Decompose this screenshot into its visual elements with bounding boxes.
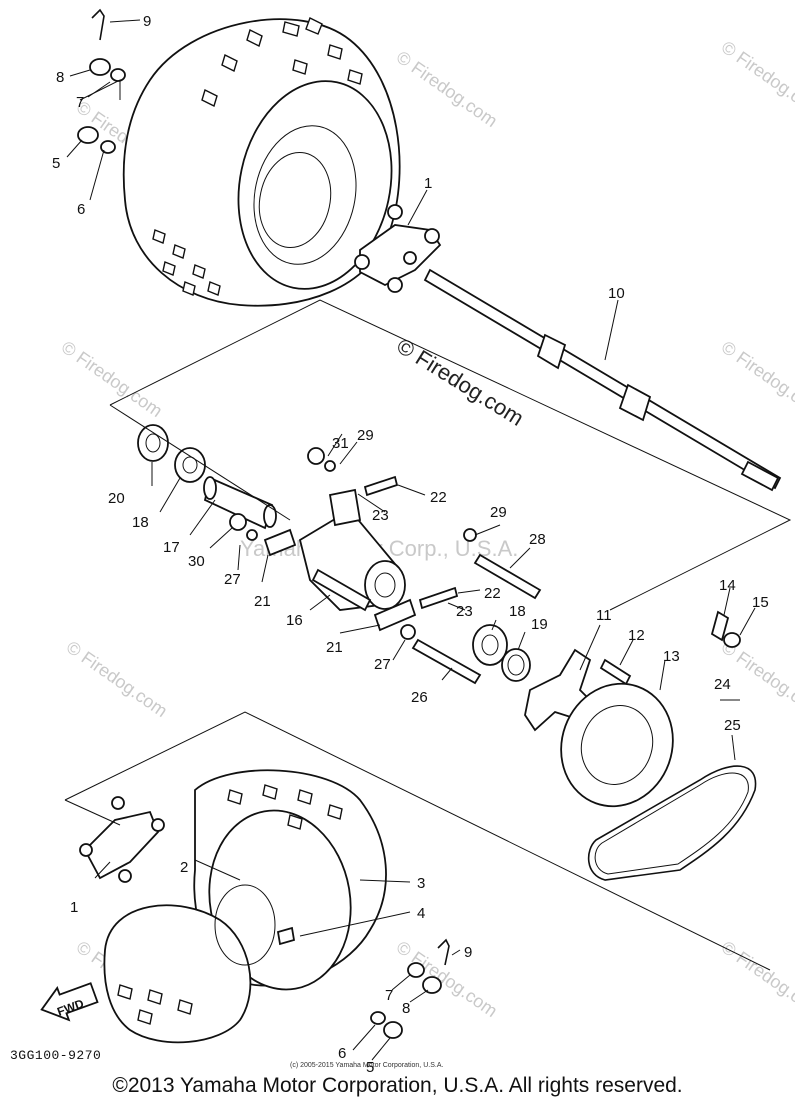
- lower-wheel: [79, 769, 450, 1044]
- fwd-arrow-icon: FWD: [40, 982, 99, 1022]
- label-1-bottom: 1: [70, 899, 78, 916]
- drive-assembly: [524, 610, 757, 881]
- label-22-top: 22: [430, 489, 447, 506]
- label-20: 20: [108, 490, 125, 507]
- label-29-top: 29: [357, 427, 374, 444]
- label-1-top: 1: [424, 175, 432, 192]
- leader-lines: [66, 19, 756, 1061]
- label-19: 19: [531, 616, 548, 633]
- label-24: 24: [714, 676, 731, 693]
- middle-assembly: [137, 424, 542, 685]
- label-4: 4: [417, 905, 425, 922]
- label-21-left: 21: [254, 593, 271, 610]
- label-7-bottom: 7: [385, 987, 393, 1004]
- label-29-mid: 29: [490, 504, 507, 521]
- label-3: 3: [417, 875, 425, 892]
- label-18-left: 18: [132, 514, 149, 531]
- label-31: 31: [332, 435, 349, 452]
- label-6-top: 6: [77, 201, 85, 218]
- label-8-bottom: 8: [402, 1000, 410, 1017]
- label-10: 10: [608, 285, 625, 302]
- label-28: 28: [529, 531, 546, 548]
- label-8-top: 8: [56, 69, 64, 86]
- label-23-mid: 23: [456, 603, 473, 620]
- watermark-4: © Firedog.com: [58, 337, 166, 421]
- label-9-top: 9: [143, 13, 151, 30]
- label-30: 30: [188, 553, 205, 570]
- watermark-1: © Firedog.com: [393, 47, 501, 131]
- label-14: 14: [719, 577, 736, 594]
- label-5-bottom: 5: [366, 1059, 374, 1076]
- diagram-code: 3GG100-9270: [10, 1048, 102, 1063]
- copyright-footer: ©2013 Yamaha Motor Corporation, U.S.A. A…: [112, 1074, 683, 1097]
- label-18-mid: 18: [509, 603, 526, 620]
- label-7-top: 7: [76, 94, 84, 111]
- label-23-top: 23: [372, 507, 389, 524]
- label-16: 16: [286, 612, 303, 629]
- label-9-bottom: 9: [464, 944, 472, 961]
- label-6-bottom: 6: [338, 1045, 346, 1062]
- label-5-top: 5: [52, 155, 60, 172]
- axle-shaft: [423, 268, 782, 492]
- watermark-3: © Firedog.com: [718, 37, 795, 121]
- label-22-mid: 22: [484, 585, 501, 602]
- label-12: 12: [628, 627, 645, 644]
- upper-wheel: [122, 17, 401, 307]
- label-11: 11: [596, 607, 612, 624]
- upper-hub: [354, 204, 442, 293]
- small-copyright: (c) 2005-2015 Yamaha Motor Corporation, …: [290, 1062, 444, 1069]
- label-21-mid: 21: [326, 639, 343, 656]
- label-17: 17: [163, 539, 180, 556]
- label-15: 15: [752, 594, 769, 611]
- part-labels: 9 8 7 5 6 1 10 31 29 20 18 22 23 29 17 3…: [52, 13, 769, 1076]
- watermark-5: © Firedog.com: [718, 337, 795, 421]
- label-13: 13: [663, 648, 680, 665]
- watermark-6: © Firedog.com: [63, 637, 171, 721]
- label-2: 2: [180, 859, 188, 876]
- label-26: 26: [411, 689, 428, 706]
- label-25: 25: [724, 717, 741, 734]
- upper-hardware: [77, 8, 126, 154]
- label-27-mid: 27: [374, 656, 391, 673]
- watermark-main: © Firedog.com: [392, 333, 528, 431]
- label-27-left: 27: [224, 571, 241, 588]
- guide-lines: [64, 79, 792, 971]
